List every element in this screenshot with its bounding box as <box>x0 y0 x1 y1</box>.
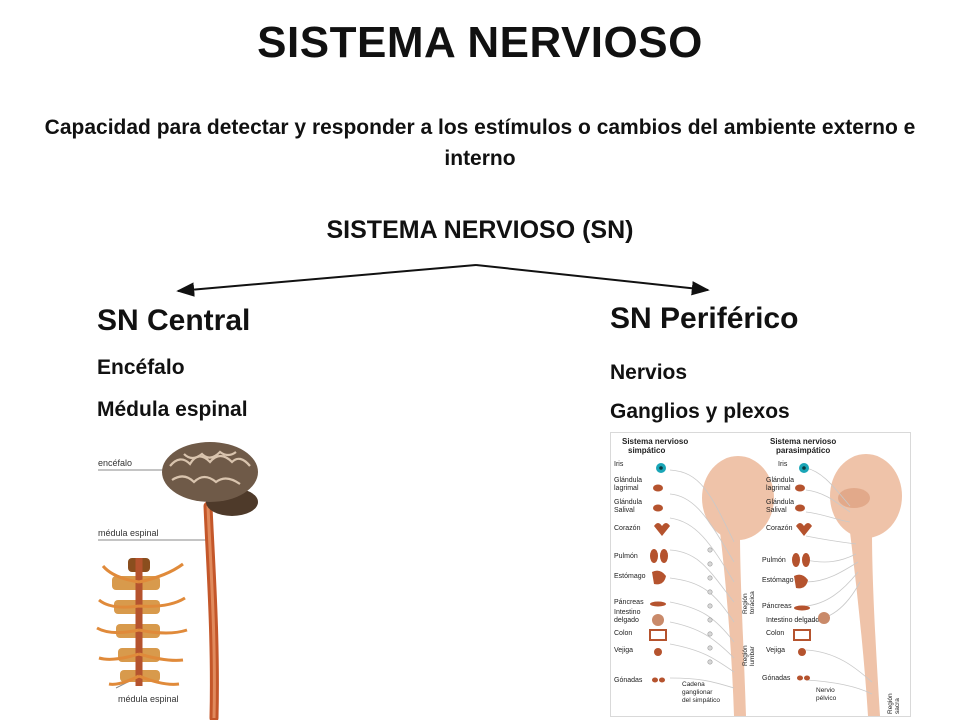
cns-illustration: encéfalo médula espinal médula espinal <box>96 442 258 720</box>
para-vejiga: Vejiga <box>766 647 785 654</box>
nervio-pelvico-1: Nervio <box>816 687 835 694</box>
parasympathetic-figure: Iris Glándula lagrimal Glándula Salival … <box>762 454 902 716</box>
sym-pulmon: Pulmón <box>614 553 638 560</box>
page-title: SISTEMA NERVIOSO <box>257 18 703 67</box>
sn-heading: SISTEMA NERVIOSO (SN) <box>326 216 634 244</box>
organ-icons <box>649 484 670 683</box>
sym-estomago: Estómago <box>614 573 646 580</box>
para-iris: Iris <box>778 461 788 468</box>
region-toracica-1: Región <box>742 593 749 614</box>
para-corazon: Corazón <box>766 525 793 532</box>
sym-delgado: delgado <box>614 617 639 624</box>
periferico-item-nervios: Nervios <box>610 361 688 384</box>
header-parasimpatico-1: Sistema nervioso <box>770 437 836 446</box>
para-glandula-2: Glándula <box>766 499 794 506</box>
sym-intestino: Intestino <box>614 609 641 616</box>
para-intestino: Intestino delgado <box>766 617 819 624</box>
periferico-title: SN Periférico <box>610 302 799 335</box>
region-lumbar-2: lumbar <box>749 645 756 666</box>
sym-pancreas: Páncreas <box>614 599 644 606</box>
nervio-pelvico-2: pélvico <box>816 695 837 702</box>
header-simpatico-1: Sistema nervioso <box>622 437 688 446</box>
sym-salival: Salival <box>614 507 635 514</box>
central-title: SN Central <box>97 304 251 337</box>
sym-colon: Colon <box>614 630 632 637</box>
label-medula-top: médula espinal <box>98 528 159 538</box>
region-toracica-2: torácica <box>749 591 756 614</box>
label-medula-bottom: médula espinal <box>118 694 179 704</box>
sym-vejiga: Vejiga <box>614 647 633 654</box>
para-pulmon: Pulmón <box>762 557 786 564</box>
vertebral-column <box>96 558 188 686</box>
definition-text: Capacidad para detectar y responder a lo… <box>44 116 916 170</box>
central-item-medula: Médula espinal <box>97 398 248 421</box>
header-simpatico-2: simpático <box>628 446 665 455</box>
arrow-to-periferico <box>475 264 710 296</box>
region-lumbar-1: Región <box>742 645 749 666</box>
header-parasimpatico-2: parasimpático <box>776 446 830 455</box>
central-item-encefalo: Encéfalo <box>97 356 185 379</box>
sympathetic-figure: Iris Glándula lagrimal Glándula Salival … <box>614 456 774 716</box>
periferico-item-ganglios: Ganglios y plexos <box>610 400 790 423</box>
para-glandula-1: Glándula <box>766 477 794 484</box>
para-gonadas: Gónadas <box>762 675 791 682</box>
brain <box>162 442 258 502</box>
region-sacra-1: Región <box>887 693 894 714</box>
para-estomago: Estómago <box>762 577 794 584</box>
sym-glandula-2: Glándula <box>614 499 642 506</box>
sym-iris: Iris <box>614 461 624 468</box>
para-lagrimal: lagrimal <box>766 485 791 492</box>
label-encefalo: encéfalo <box>98 458 132 468</box>
arrow-to-central <box>176 264 477 297</box>
para-salival: Salival <box>766 507 787 514</box>
sym-lagrimal: lagrimal <box>614 485 639 492</box>
sym-corazon: Corazón <box>614 525 641 532</box>
cadena-3: del simpático <box>682 697 720 704</box>
organ-icons <box>792 484 830 681</box>
sym-gonadas: Gónadas <box>614 677 643 684</box>
region-sacra-2: sacra <box>894 698 901 714</box>
para-colon: Colon <box>766 630 784 637</box>
cadena-2: ganglionar <box>682 689 713 696</box>
cadena-1: Cadena <box>682 681 705 688</box>
sym-glandula-1: Glándula <box>614 477 642 484</box>
para-pancreas: Páncreas <box>762 603 792 610</box>
pns-illustration: Sistema nervioso simpático Sistema nervi… <box>610 432 911 717</box>
